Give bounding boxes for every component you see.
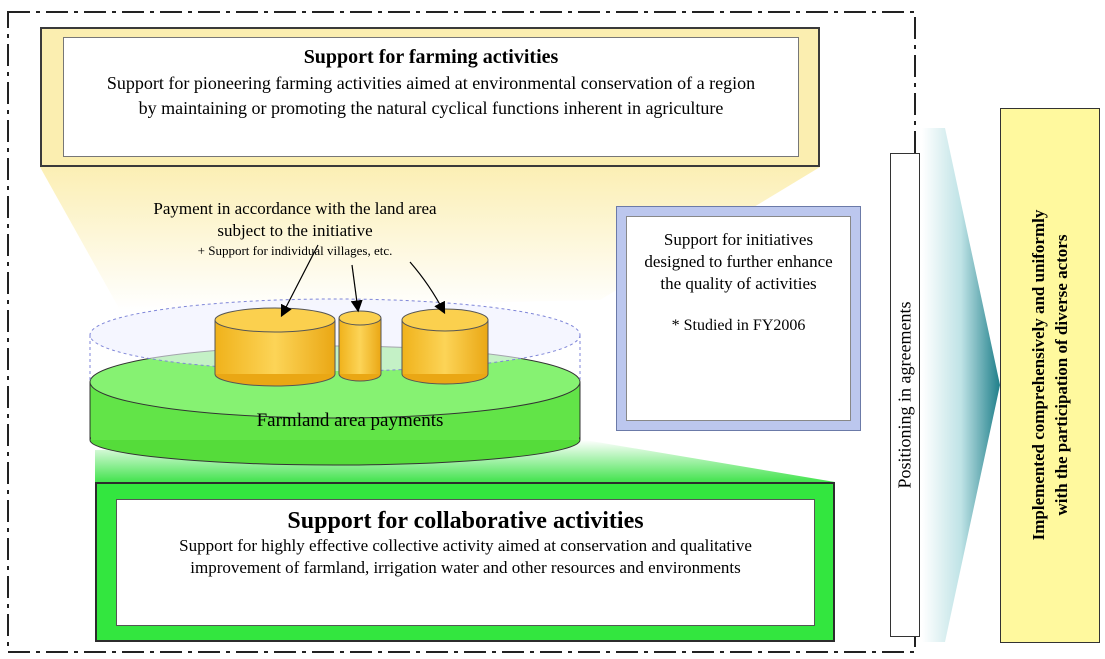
quality-box: Support for initiatives designed to furt… [626, 216, 851, 421]
implemented-line-1: Implemented comprehensively and uniforml… [1029, 209, 1048, 541]
arrow-to-left-cylinder [280, 244, 319, 318]
implemented-box [1000, 108, 1100, 643]
outer-frame [7, 11, 916, 653]
arrow-to-middle-cylinder [350, 264, 363, 313]
payment-label: Payment in accordance with the land area… [150, 198, 440, 260]
farming-description: Support for pioneering farming activitie… [106, 73, 756, 118]
implemented-line-2: with the participation of diverse actors [1052, 234, 1071, 516]
payment-line-1: Payment in accordance with the land area [153, 199, 437, 218]
collab-description: Support for highly effective collective … [179, 536, 752, 577]
teal-arrow [922, 128, 1000, 642]
quality-note: * Studied in FY2006 [671, 317, 806, 334]
farming-title: Support for farming activities [303, 46, 559, 68]
payment-sub: + Support for individual villages, etc. [197, 243, 393, 258]
cylinder-right [401, 308, 489, 385]
farmland-label: Farmland area payments [256, 410, 444, 431]
quality-text: Support for initiatives designed to furt… [644, 230, 833, 293]
payment-line-2: subject to the initiative [217, 221, 373, 240]
implemented-label: Implemented comprehensively and uniforml… [1027, 210, 1073, 541]
farming-box: Support for farming activities Support f… [63, 37, 799, 157]
positioning-label: Positioning in agreements [894, 301, 915, 489]
collab-box: Support for collaborative activities Sup… [116, 499, 815, 626]
positioning-box [890, 153, 920, 637]
cylinder-left [214, 307, 336, 387]
arrow-to-right-cylinder [409, 261, 446, 315]
collab-title: Support for collaborative activities [287, 508, 644, 534]
cylinder-middle [338, 310, 382, 382]
